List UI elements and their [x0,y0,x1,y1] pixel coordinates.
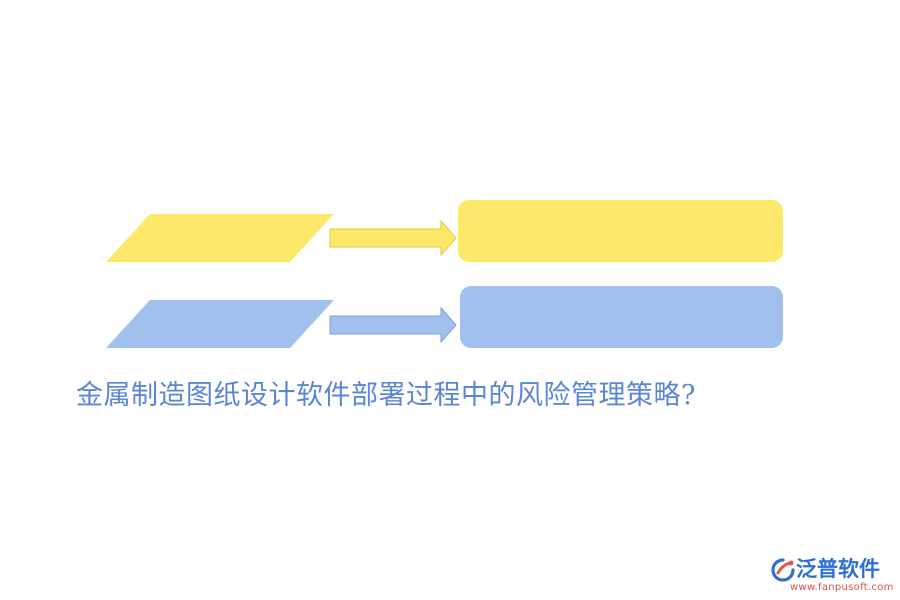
right-arrow-2 [329,306,457,344]
right-arrow-1 [329,219,457,257]
brand-name: 泛普软件 [796,557,880,581]
parallelogram-shape-1 [106,214,334,262]
brand-url: www.fanpusoft.com [790,582,894,593]
brand-logo: 泛普软件 www.fanpusoft.com [770,555,895,597]
caption-title: 金属制造图纸设计软件部署过程中的风险管理策略? [76,380,696,411]
rounded-box-2 [460,286,783,348]
parallelogram-shape-2 [106,300,334,348]
rounded-box-1 [458,200,783,262]
fanpu-logo-icon [771,558,795,582]
